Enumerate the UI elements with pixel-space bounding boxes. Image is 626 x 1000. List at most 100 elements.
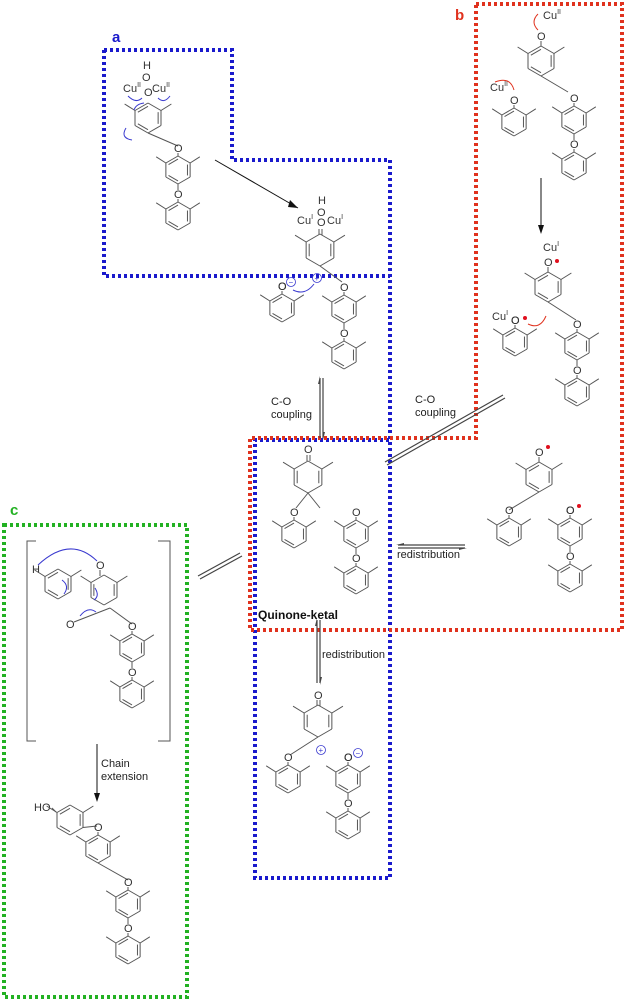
bond <box>303 704 319 714</box>
bond <box>109 835 121 843</box>
charge-symbol: − <box>356 749 361 758</box>
oxygen-atom: O <box>340 282 349 294</box>
bond <box>139 890 151 898</box>
bond <box>82 805 94 813</box>
bond <box>525 461 540 470</box>
bond <box>547 271 562 280</box>
bond <box>557 563 571 572</box>
bond <box>588 332 600 340</box>
bond <box>501 107 515 116</box>
electron-arrow <box>123 127 133 141</box>
bond <box>143 634 155 642</box>
bond <box>499 537 510 544</box>
electron-arrow <box>292 283 315 293</box>
bond <box>502 327 516 336</box>
bond <box>189 156 201 164</box>
bond <box>269 293 283 302</box>
bond <box>343 565 357 574</box>
bond <box>134 125 149 134</box>
equilibrium-arrow-redistribution-right <box>396 543 467 550</box>
bond <box>334 314 345 321</box>
bond <box>122 699 133 706</box>
bond <box>155 156 167 164</box>
bond <box>538 484 553 493</box>
bond <box>501 128 515 137</box>
bond <box>131 700 145 709</box>
oxygen-atom: O <box>314 690 323 702</box>
bond <box>118 955 129 962</box>
hydrogen-atom: H <box>32 564 40 576</box>
bond <box>51 807 57 813</box>
bond <box>338 767 349 774</box>
bond <box>303 728 319 738</box>
bond <box>275 785 289 794</box>
bond <box>147 102 162 111</box>
bond <box>557 584 571 593</box>
bond <box>576 398 590 407</box>
bond <box>547 564 559 572</box>
bond <box>576 331 590 340</box>
bond <box>272 313 283 320</box>
bond <box>57 591 72 600</box>
bond <box>127 956 141 965</box>
bond <box>321 461 334 470</box>
bond <box>333 520 345 528</box>
bond <box>496 517 510 526</box>
bond <box>259 294 271 302</box>
bond <box>293 519 307 528</box>
bond <box>319 265 343 283</box>
bond <box>160 103 172 111</box>
bond <box>109 607 133 625</box>
oxygen-atom: O <box>566 505 575 517</box>
copper-atom: CuI <box>297 214 313 227</box>
bond <box>109 634 121 642</box>
bond <box>168 221 179 228</box>
bond <box>491 108 503 116</box>
bond <box>355 586 369 595</box>
bond <box>289 736 319 756</box>
bond <box>525 108 537 116</box>
bond <box>97 855 111 864</box>
bond <box>165 155 179 164</box>
oxygen-atom: O <box>284 752 293 764</box>
copper-atom: CuI <box>543 241 559 254</box>
bond <box>124 103 136 111</box>
equilibrium-arrow-co-coupling-a <box>318 376 325 440</box>
bond <box>90 574 105 583</box>
oxygen-atom: O <box>570 93 579 105</box>
bond <box>284 522 295 529</box>
bond <box>105 890 117 898</box>
bond <box>115 956 129 965</box>
bond <box>59 807 71 815</box>
bond <box>281 314 295 323</box>
bond <box>585 152 597 160</box>
bond <box>527 45 542 54</box>
bond <box>325 765 337 773</box>
bond <box>177 222 191 231</box>
bond <box>307 484 323 494</box>
bond <box>537 274 549 282</box>
bond <box>526 328 538 336</box>
bond <box>585 106 597 114</box>
bond <box>576 377 590 386</box>
positive-charge <box>312 273 322 283</box>
bond <box>155 202 167 210</box>
bond <box>573 151 587 160</box>
bond <box>127 889 141 898</box>
quinone-ketal-label: Quinone-ketal <box>258 608 338 622</box>
bond <box>343 315 357 324</box>
bond <box>278 767 289 774</box>
oxygen-atom: O <box>290 507 299 519</box>
bond <box>588 378 600 386</box>
bond <box>564 125 575 132</box>
bond <box>131 633 145 642</box>
oxygen-atom: O <box>128 667 137 679</box>
bond <box>305 520 317 528</box>
bond <box>275 764 289 773</box>
oxygen-atom: O <box>128 621 137 633</box>
